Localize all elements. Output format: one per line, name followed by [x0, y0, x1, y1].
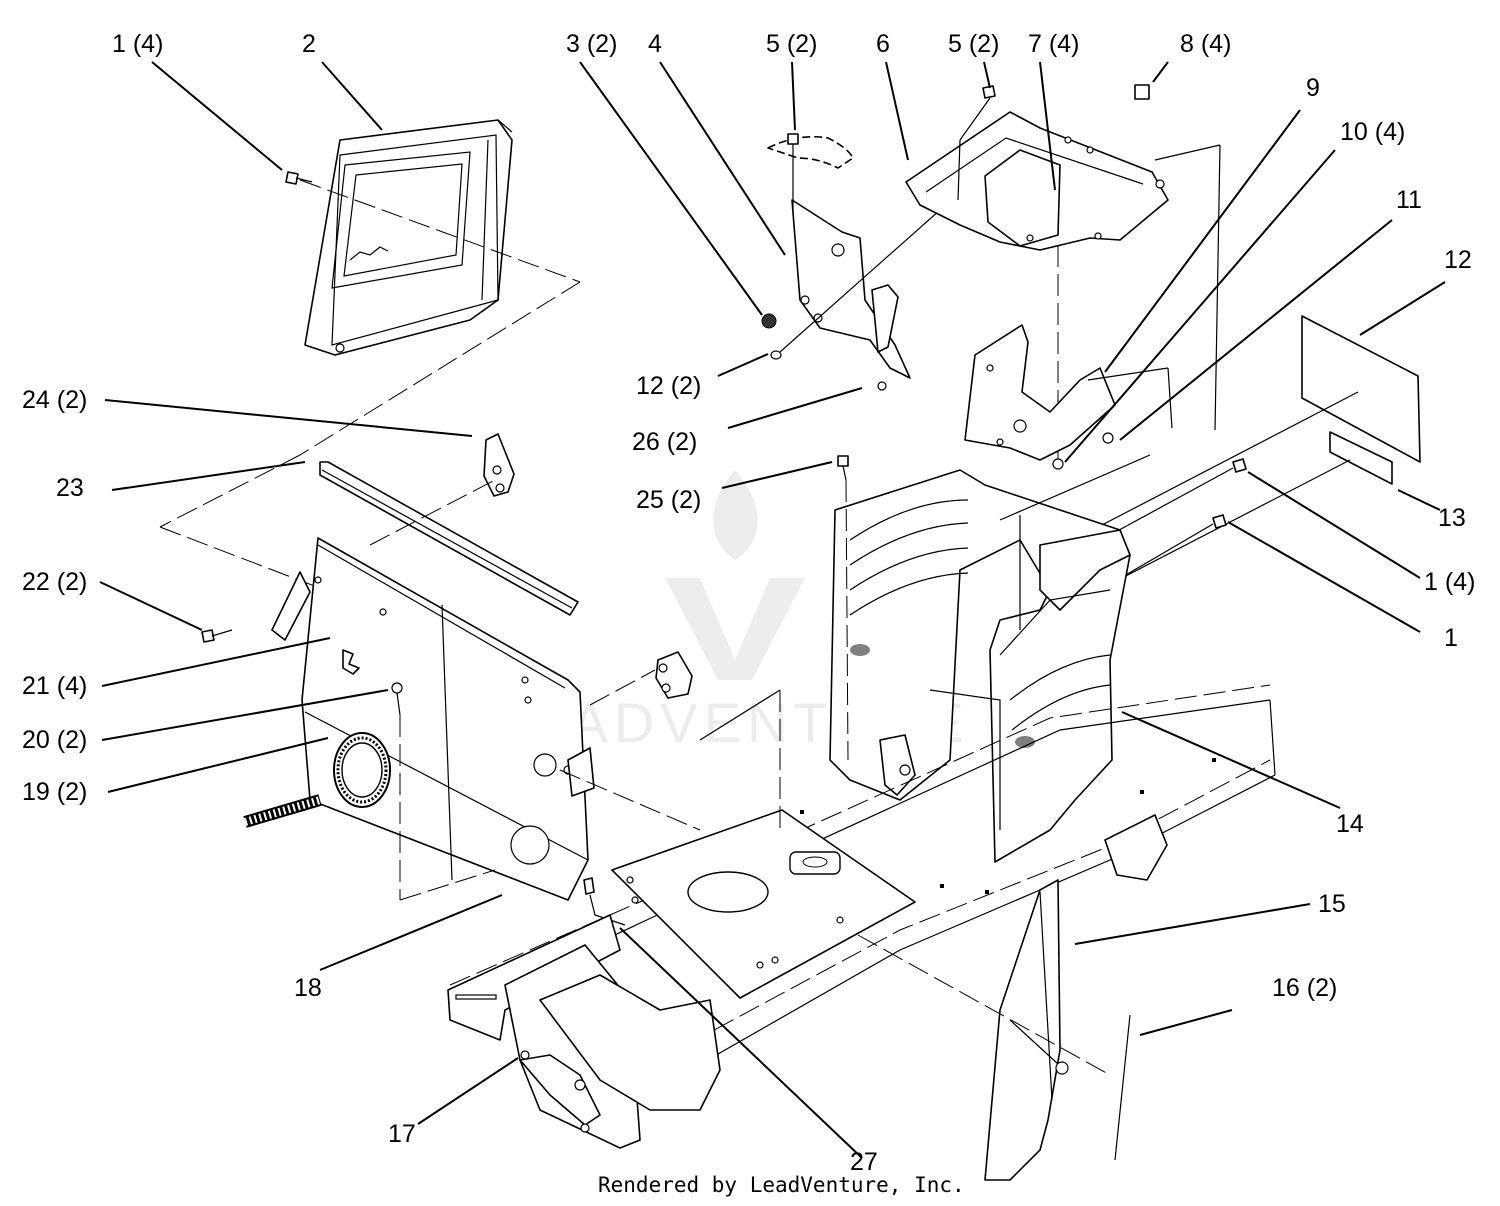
callout-22: 22 (2) [22, 568, 87, 596]
part-12-decal [1301, 315, 1421, 463]
part-1-screw-right [1099, 458, 1247, 591]
part-12-washer [770, 350, 782, 360]
callout-4: 4 [648, 30, 662, 58]
callout-13: 13 [1438, 504, 1466, 532]
part-14-dash-tower [829, 469, 1131, 863]
part-22-screw [201, 629, 233, 643]
part-25-bolt [837, 455, 849, 481]
part-1-screw [285, 171, 313, 185]
callout-11: 11 [1396, 186, 1422, 214]
part-13-decal [1329, 431, 1393, 485]
part-23-channel [319, 461, 579, 616]
callout-10: 10 (4) [1340, 118, 1405, 146]
callout-27: 27 [850, 1148, 878, 1176]
part-20-bolt [391, 682, 403, 716]
callout-24: 24 (2) [22, 386, 87, 414]
part-27-floor-plate [583, 809, 916, 999]
callout-15: 15 [1318, 890, 1346, 918]
callout-17: 17 [388, 1120, 416, 1148]
callout-14: 14 [1336, 810, 1364, 838]
callout-5a: 5 (2) [766, 30, 817, 58]
callout-19: 19 (2) [22, 778, 87, 806]
part-3-nut [761, 313, 777, 329]
callout-25: 25 (2) [636, 486, 701, 514]
callout-21: 21 (4) [22, 672, 87, 700]
callout-1c: 1 [1444, 624, 1458, 652]
part-8-clip [1134, 84, 1150, 100]
part-16-strip [1114, 1014, 1131, 1161]
callout-labels: 1 (4) 2 3 (2) 4 5 (2) 6 5 (2) 7 (4) 8 (4… [22, 30, 1475, 1176]
part-2-panel [304, 119, 513, 356]
callout-7: 7 (4) [1028, 30, 1079, 58]
part-6-tray [905, 111, 1169, 251]
callout-6: 6 [876, 30, 890, 58]
callout-12a: 12 [1444, 246, 1472, 274]
callout-9: 9 [1306, 74, 1320, 102]
part-11-bolt [1102, 432, 1114, 444]
part-18-side-panel [271, 537, 595, 901]
part-10-nut [1052, 458, 1064, 470]
callout-3: 3 (2) [566, 30, 617, 58]
callout-26: 26 (2) [632, 428, 697, 456]
part-17-frame-front [447, 914, 721, 1149]
footer-credit: Rendered by LeadVenture, Inc. [598, 1173, 965, 1197]
part-9-bracket [964, 324, 1116, 461]
part-24-bracket [483, 433, 515, 497]
part-15-panel [984, 879, 1061, 1181]
callout-1b: 1 (4) [1424, 568, 1475, 596]
callout-2: 2 [302, 30, 316, 58]
part-spring [243, 794, 322, 828]
part-16-screw [1009, 1019, 1069, 1075]
callout-1: 1 (4) [112, 30, 163, 58]
callout-23: 23 [56, 474, 84, 502]
callout-18: 18 [294, 974, 322, 1002]
part-bracket-18 [655, 651, 693, 699]
callout-12b: 12 (2) [636, 372, 701, 400]
part-26-screw [877, 381, 887, 391]
callout-8: 8 (4) [1180, 30, 1231, 58]
callout-5b: 5 (2) [948, 30, 999, 58]
callout-20: 20 (2) [22, 726, 87, 754]
leader-lines [99, 61, 1446, 1159]
callout-16: 16 (2) [1272, 974, 1337, 1002]
